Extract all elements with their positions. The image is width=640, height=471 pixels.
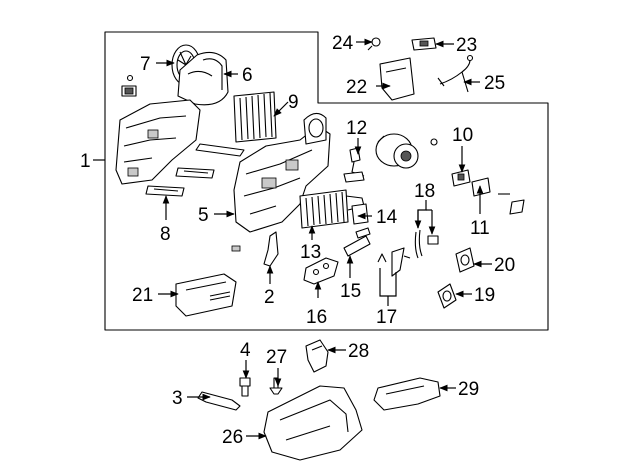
callout-1: 1 <box>80 151 91 172</box>
callout-15: 15 <box>340 281 361 302</box>
part-clip-27 <box>269 377 283 395</box>
callout-2: 2 <box>264 287 275 308</box>
callout-28: 28 <box>348 341 369 362</box>
part-control-module <box>175 273 237 317</box>
callout-29: 29 <box>458 379 479 400</box>
part-sensor-bracket <box>343 147 365 183</box>
assembly-outline <box>104 31 549 331</box>
leader-lines <box>93 38 492 440</box>
part-clip-24 <box>367 37 381 51</box>
callout-27: 27 <box>266 347 287 368</box>
callout-21: 21 <box>132 285 153 306</box>
callout-20: 20 <box>494 255 515 276</box>
part-actuator-motor-2 <box>437 283 457 309</box>
part-lower-case-left <box>115 99 201 185</box>
callout-17: 17 <box>376 307 397 328</box>
callout-13: 13 <box>300 242 321 263</box>
callout-25: 25 <box>484 73 505 94</box>
callout-3: 3 <box>172 388 183 409</box>
part-link-rod <box>231 231 279 267</box>
part-gasket <box>303 257 339 285</box>
callout-14: 14 <box>376 207 398 228</box>
part-heater-core <box>299 189 365 229</box>
part-blower-motor <box>375 133 438 169</box>
part-floor-duct <box>263 385 363 461</box>
part-flap <box>145 185 185 197</box>
part-blower-housing <box>177 51 229 106</box>
part-duct-28 <box>305 339 329 373</box>
callout-18: 18 <box>414 181 435 202</box>
callout-5: 5 <box>198 205 209 226</box>
callout-10: 10 <box>452 125 473 146</box>
part-bolt-4 <box>239 377 251 397</box>
part-door-plate <box>175 167 215 179</box>
callout-12: 12 <box>346 118 367 139</box>
part-rear-duct <box>373 377 441 411</box>
part-cabin-filter <box>233 91 277 143</box>
callout-26: 26 <box>222 427 243 448</box>
part-seal-plate <box>195 143 245 157</box>
part-bracket-3 <box>197 391 241 411</box>
callout-4: 4 <box>240 340 251 361</box>
part-pipe-seal <box>351 203 369 225</box>
part-sensor-23 <box>411 37 437 51</box>
part-blower-resistor <box>451 169 471 187</box>
callout-labels: 1 2 3 4 5 6 7 8 9 10 11 12 13 14 15 16 1… <box>80 33 515 448</box>
part-harness <box>437 54 474 93</box>
callout-11: 11 <box>470 218 490 239</box>
callout-16: 16 <box>306 307 327 328</box>
part-hose-pair <box>414 229 439 259</box>
callout-6: 6 <box>242 65 253 86</box>
part-duct-22 <box>379 57 415 101</box>
part-actuator-motor <box>455 247 475 273</box>
part-small-connector <box>121 74 137 97</box>
callout-7: 7 <box>140 54 151 75</box>
part-main-case <box>233 112 331 233</box>
part-plate-15 <box>343 227 371 257</box>
callout-22: 22 <box>346 77 367 98</box>
callout-24: 24 <box>332 33 354 54</box>
callout-23: 23 <box>456 35 477 56</box>
callout-9: 9 <box>288 92 299 113</box>
callout-8: 8 <box>160 224 171 245</box>
part-sensor-pair <box>377 247 411 277</box>
callout-19: 19 <box>474 285 495 306</box>
